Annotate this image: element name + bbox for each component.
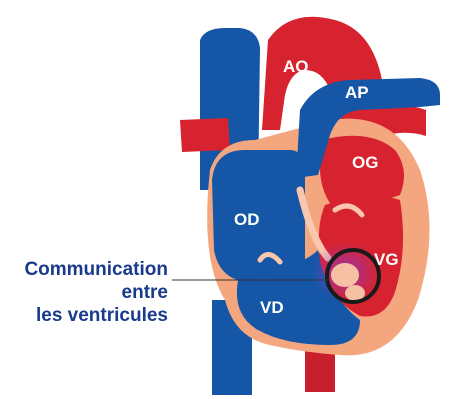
defect-shape (331, 263, 359, 287)
label-ap: AP (345, 83, 369, 102)
label-og: OG (352, 153, 378, 172)
left-red-vessel (180, 118, 230, 152)
callout-line-2: entre (8, 281, 168, 304)
label-od: OD (234, 210, 260, 229)
label-ao: AO (283, 57, 309, 76)
defect-callout: Communication entre les ventricules (8, 258, 168, 327)
label-vg: VG (374, 250, 399, 269)
callout-line-1: Communication (8, 258, 168, 281)
callout-line-3: les ventricules (8, 304, 168, 327)
label-vd: VD (260, 298, 284, 317)
